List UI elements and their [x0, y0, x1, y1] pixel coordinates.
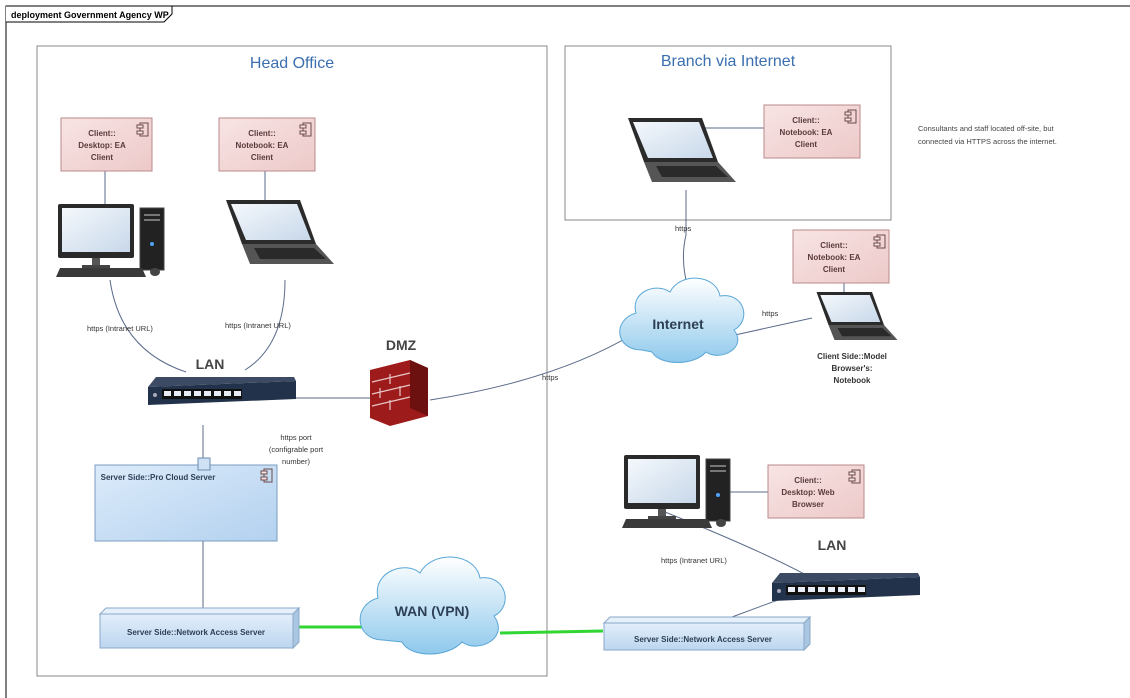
network-access-server-left[interactable]: Server Side::Network Access Server	[98, 606, 301, 650]
component-desktop-web-line1: Client::	[794, 476, 822, 485]
note-line-2: connected via HTTPS across the internet.	[918, 137, 1057, 146]
component-notebook-ea-line3: Client	[251, 153, 274, 162]
component-desktop-web[interactable]: Client:: Desktop: Web Browser	[767, 464, 865, 519]
component-notebook-ea[interactable]: Client:: Notebook: EA Client	[218, 117, 316, 172]
component-internet-notebook-line1: Client::	[820, 241, 848, 250]
branch-title: Branch via Internet	[661, 53, 796, 70]
edge-label-port-2: (configrable port	[269, 445, 324, 454]
pro-cloud-server-label: Server Side::Pro Cloud Server	[101, 473, 216, 482]
internet-label: Internet	[652, 316, 704, 332]
port-icon	[197, 457, 211, 471]
edge-label-dmz: https	[542, 373, 559, 382]
edge-label-port-3: number)	[282, 457, 310, 466]
branch-boundary	[564, 45, 892, 221]
link-branch-internet	[682, 190, 689, 289]
laptop-icon	[816, 292, 898, 340]
network-switch-icon	[148, 377, 296, 405]
network-switch-icon	[772, 573, 920, 601]
edge-label-notebook: https	[762, 309, 779, 318]
component-desktop-ea-line3: Client	[91, 153, 114, 162]
desktop-computer-icon	[622, 455, 731, 528]
link-internet-notebook	[734, 317, 813, 336]
dmz-label: DMZ	[386, 337, 417, 353]
component-branch-notebook-line1: Client::	[792, 116, 820, 125]
component-desktop-ea-line1: Client::	[88, 129, 116, 138]
frame-title: deployment Government Agency WP	[11, 10, 169, 20]
desktop-computer-icon	[56, 204, 165, 277]
component-desktop-ea-line2: Desktop: EA	[78, 141, 126, 150]
lan2-label: LAN	[818, 537, 847, 553]
wan-link-right	[499, 629, 604, 635]
head-office-title: Head Office	[250, 55, 334, 72]
component-desktop-web-line2: Desktop: Web	[781, 488, 834, 497]
internet-cloud-icon	[619, 277, 745, 363]
laptop-icon	[628, 118, 736, 182]
laptop-icon	[226, 200, 334, 264]
pro-cloud-server-node[interactable]: Server Side::Pro Cloud Server	[94, 457, 278, 542]
link-notebook-lan	[244, 279, 286, 371]
edge-label-desktop-lan: https (Intranet URL)	[87, 324, 153, 333]
component-branch-notebook-line2: Notebook: EA	[780, 128, 833, 137]
component-desktop-ea[interactable]: Client:: Desktop: EA Client	[60, 117, 153, 172]
component-internet-notebook-line2: Notebook: EA	[808, 253, 861, 262]
edge-label-branch: https	[675, 224, 692, 233]
component-notebook-ea-line1: Client::	[248, 129, 276, 138]
head-office-boundary	[36, 45, 548, 677]
nas-left-label: Server Side::Network Access Server	[127, 628, 265, 637]
nas-right-label: Server Side::Network Access Server	[634, 635, 772, 644]
model-browser-line2: Browser's:	[831, 364, 872, 373]
component-branch-notebook-ea[interactable]: Client:: Notebook: EA Client	[763, 104, 861, 159]
firewall-icon	[370, 360, 428, 426]
frame-tab	[6, 5, 173, 23]
edge-label-desktop-lan2: https (Intranet URL)	[661, 556, 727, 565]
component-internet-notebook-ea[interactable]: Client:: Notebook: EA Client	[792, 229, 890, 284]
component-notebook-ea-line2: Notebook: EA	[236, 141, 289, 150]
lan-label: LAN	[196, 356, 225, 372]
model-browser-line1: Client Side::Model	[817, 352, 887, 361]
component-internet-notebook-line3: Client	[823, 265, 846, 274]
edge-label-port-1: https port	[280, 433, 312, 442]
link-desktop-lan	[109, 279, 187, 373]
model-browser-line3: Notebook	[834, 376, 871, 385]
diagram-frame	[5, 5, 1130, 698]
wan-label: WAN (VPN)	[395, 603, 470, 619]
link-dmz-internet	[429, 329, 641, 401]
component-desktop-web-line3: Browser	[792, 500, 824, 509]
component-branch-notebook-line3: Client	[795, 140, 818, 149]
wan-cloud-icon	[359, 556, 506, 655]
network-access-server-right[interactable]: Server Side::Network Access Server	[602, 615, 812, 652]
edge-label-notebook-lan: https (Intranet URL)	[225, 321, 291, 330]
note-line-1: Consultants and staff located off-site, …	[918, 124, 1055, 133]
